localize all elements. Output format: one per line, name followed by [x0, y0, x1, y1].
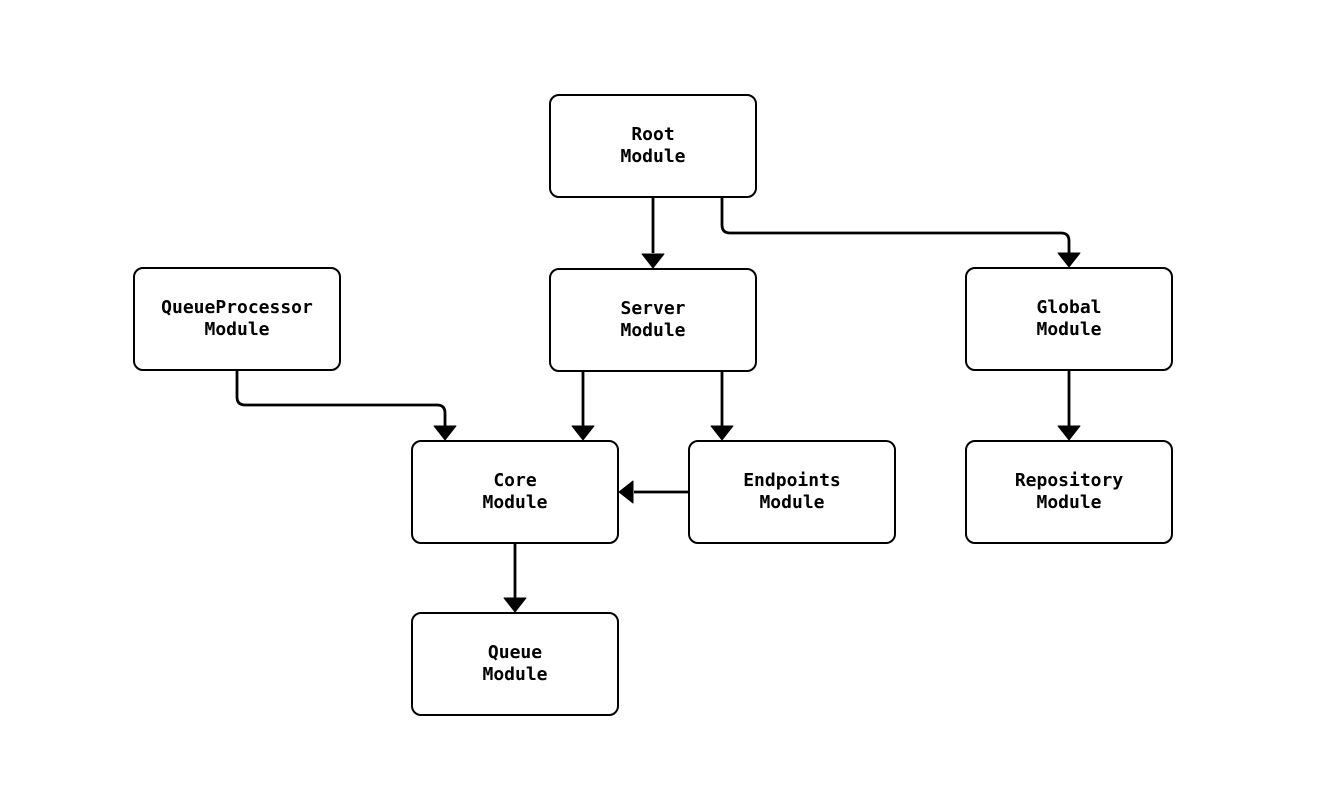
node-queueprocessor-module: QueueProcessor Module	[133, 267, 341, 371]
node-server-module: Server Module	[549, 268, 757, 372]
edge-line	[720, 198, 1071, 253]
arrowhead-left-icon	[618, 480, 634, 504]
node-label: Endpoints Module	[743, 470, 841, 513]
arrowhead-down-icon	[433, 425, 457, 441]
node-label: Global Module	[1036, 297, 1102, 340]
edge-root-to-server	[641, 198, 665, 269]
node-label: Repository Module	[1014, 470, 1124, 513]
node-queue-module: Queue Module	[411, 612, 619, 716]
edge-server-to-core	[571, 372, 595, 441]
node-label: Core Module	[482, 470, 548, 513]
edge-core-to-queue	[503, 544, 527, 613]
edge-root-to-global	[720, 198, 1081, 268]
arrowhead-down-icon	[710, 425, 734, 441]
node-root-module: Root Module	[549, 94, 757, 198]
arrowhead-down-icon	[1057, 252, 1081, 268]
node-core-module: Core Module	[411, 440, 619, 544]
edge-endpoints-to-core	[618, 480, 688, 504]
node-label: Root Module	[620, 124, 686, 167]
node-repository-module: Repository Module	[965, 440, 1173, 544]
node-endpoints-module: Endpoints Module	[688, 440, 896, 544]
node-global-module: Global Module	[965, 267, 1173, 371]
arrowhead-down-icon	[641, 253, 665, 269]
arrowhead-down-icon	[1057, 425, 1081, 441]
node-label: QueueProcessor Module	[161, 297, 313, 340]
arrowhead-down-icon	[503, 597, 527, 613]
edge-global-to-repository	[1057, 371, 1081, 441]
node-label: Queue Module	[482, 642, 548, 685]
node-label: Server Module	[620, 298, 686, 341]
edge-queueprocessor-to-core	[235, 371, 457, 441]
edge-line	[235, 371, 447, 426]
arrowhead-down-icon	[571, 425, 595, 441]
edge-server-to-endpoints	[710, 372, 734, 441]
